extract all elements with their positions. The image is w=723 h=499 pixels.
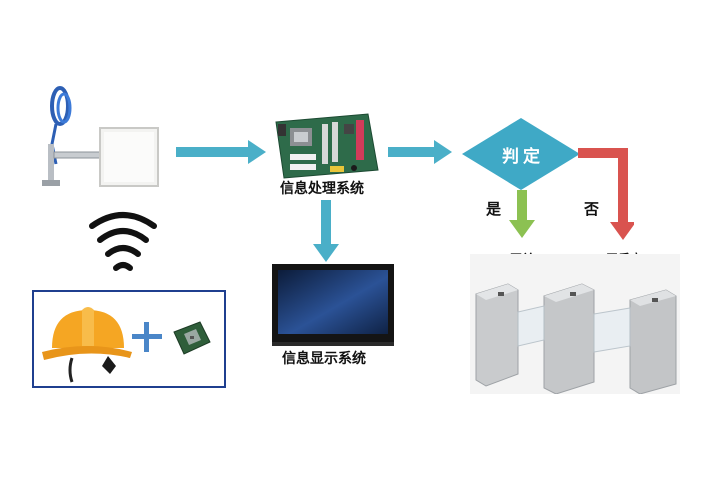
wireless-signal-icon bbox=[86, 208, 160, 278]
arrow-no-branch bbox=[578, 144, 634, 244]
rfid-chip-icon bbox=[168, 318, 214, 358]
rfid-reader-antenna-icon bbox=[34, 84, 164, 194]
display-system-label: 信息显示系统 bbox=[282, 351, 366, 367]
plus-icon bbox=[132, 320, 162, 354]
arrow-processing-to-display bbox=[312, 200, 340, 264]
arrow-yes-branch bbox=[508, 190, 536, 240]
motherboard-icon bbox=[270, 108, 382, 182]
decision-diamond bbox=[460, 116, 582, 192]
monitor-icon bbox=[272, 264, 394, 348]
turnstile-gate-icon bbox=[470, 254, 680, 394]
arrow-processing-to-decision bbox=[388, 138, 454, 166]
arrow-reader-to-processing bbox=[176, 138, 268, 166]
yes-label: 是 bbox=[486, 200, 502, 218]
no-label: 否 bbox=[584, 200, 600, 218]
helmet-chip-frame bbox=[32, 290, 226, 388]
decision-label: 判定 bbox=[502, 147, 544, 167]
safety-helmet-icon bbox=[38, 300, 134, 384]
processing-system-label: 信息处理系统 bbox=[280, 181, 364, 197]
